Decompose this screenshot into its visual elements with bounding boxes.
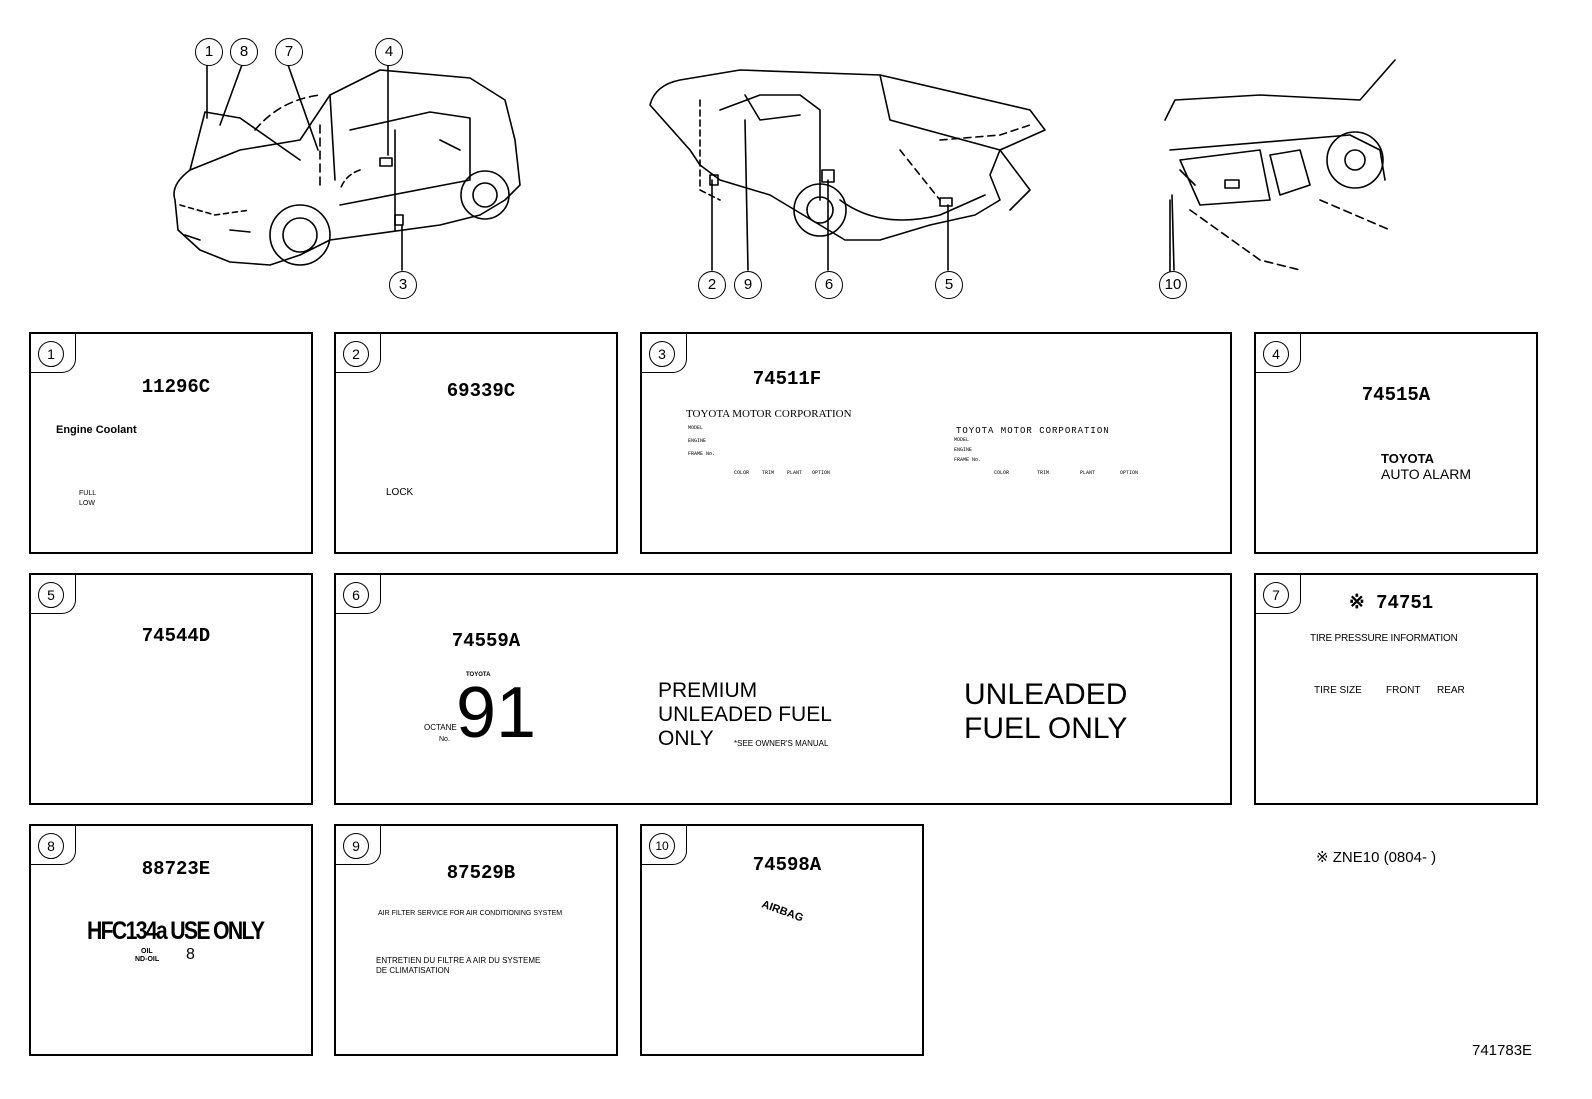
label-text-fuel-only: FUEL ONLY	[964, 712, 1128, 745]
panel-number-badge: 5	[31, 575, 76, 614]
callout-7: 7	[275, 38, 303, 66]
plate-alt-field-model: MODEL	[954, 437, 970, 443]
panel-5: 5 74544D	[29, 573, 313, 805]
label-text-oil-number: 8	[186, 946, 195, 963]
plate-field-trim: TRIM	[762, 470, 775, 476]
vehicle-rear-view	[649, 69, 1046, 241]
label-text-front: FRONT	[1386, 685, 1421, 696]
panel-9: 9 87529B AIR FILTER SERVICE FOR AIR COND…	[334, 824, 618, 1056]
dashboard-view	[1164, 59, 1396, 281]
label-text-full: FULL	[79, 490, 97, 497]
part-number: 69339C	[446, 380, 516, 402]
label-text-premium: PREMIUM	[658, 679, 758, 702]
panel-7: 7 ※ 74751 TIRE PRESSURE INFORMATION TIRE…	[1254, 573, 1538, 805]
label-text-unleaded-fuel: UNLEADED FUEL	[658, 703, 832, 726]
diagram-id: 741783E	[1472, 1042, 1533, 1059]
plate-field-option: OPTION	[812, 470, 831, 476]
label-text-engine-coolant: Engine Coolant	[56, 424, 137, 436]
part-number: ※ 74751	[1348, 592, 1434, 614]
label-text-auto-alarm: AUTO ALARM	[1381, 466, 1471, 482]
panel-2: 2 69339C LOCK	[334, 332, 618, 554]
plate-field-frame: FRAME No.	[688, 451, 716, 457]
part-number: 74544D	[141, 625, 211, 647]
callout-3: 3	[389, 271, 417, 299]
callout-1: 1	[195, 38, 223, 66]
callout-5: 5	[935, 271, 963, 299]
plate-alt-field-color: COLOR	[994, 470, 1010, 476]
panel-3: 3 74511F TOYOTA MOTOR CORPORATION MODEL …	[640, 332, 1232, 554]
label-text-octane-value: 91	[456, 673, 537, 753]
callout-4: 4	[375, 38, 403, 66]
label-text-tire-pressure: TIRE PRESSURE INFORMATION	[1310, 633, 1458, 644]
part-number: 11296C	[141, 376, 211, 398]
panel-number-badge: 8	[31, 826, 76, 865]
part-number: 88723E	[141, 858, 211, 880]
label-text-climatisation: DE CLIMATISATION	[376, 966, 450, 975]
label-text-air-filter-en: AIR FILTER SERVICE FOR AIR CONDITIONING …	[378, 910, 563, 917]
label-text-airbag: AIRBAG	[759, 898, 805, 925]
label-text-see-manual: *SEE OWNER'S MANUAL	[734, 739, 829, 748]
part-number: 74559A	[451, 630, 521, 652]
panel-number-badge: 9	[336, 826, 381, 865]
panel-6: 6 74559A TOYOTA 91 OCTANE No. PREMIUM UN…	[334, 573, 1232, 805]
label-text-toyota: TOYOTA	[466, 672, 491, 678]
callout-10: 10	[1159, 271, 1187, 299]
plate-field-plant: PLANT	[787, 470, 803, 476]
plate-alt-field-engine: ENGINE	[954, 447, 973, 453]
label-text-air-filter-fr: ENTRETIEN DU FILTRE A AIR DU SYSTEME	[376, 956, 541, 965]
plate-field-engine: ENGINE	[688, 438, 707, 444]
panel-number-badge: 3	[642, 334, 687, 373]
label-text-nd-oil: ND-OIL	[135, 956, 160, 963]
plate-field-model: MODEL	[688, 425, 704, 431]
label-text-toyota: TOYOTA	[1381, 451, 1434, 466]
plate-alt-field-frame: FRAME No.	[954, 457, 982, 463]
plate-alt-field-option: OPTION	[1120, 470, 1139, 476]
label-text-unleaded: UNLEADED	[964, 678, 1128, 711]
label-text-lock: LOCK	[386, 487, 414, 498]
plate-alt-field-plant: PLANT	[1080, 470, 1096, 476]
label-text-only: ONLY	[658, 727, 714, 750]
part-number: 74515A	[1361, 384, 1431, 406]
callout-2: 2	[698, 271, 726, 299]
panel-8: 8 88723E HFC134a USE ONLY OIL ND-OIL 8	[29, 824, 313, 1056]
plate-title: TOYOTA MOTOR CORPORATION	[686, 408, 852, 420]
part-number: 87529B	[446, 862, 516, 884]
panel-number-badge: 7	[1256, 575, 1301, 614]
callout-6: 6	[815, 271, 843, 299]
label-text-tire-size: TIRE SIZE	[1314, 685, 1362, 696]
panel-1: 1 11296C Engine Coolant FULL LOW	[29, 332, 313, 554]
plate-alt-field-trim: TRIM	[1037, 470, 1050, 476]
label-text-low: LOW	[79, 500, 95, 507]
callout-8: 8	[230, 38, 258, 66]
plate-field-color: COLOR	[734, 470, 750, 476]
panel-number-badge: 6	[336, 575, 381, 614]
label-text-hfc134a: HFC134a USE ONLY	[87, 917, 265, 945]
panel-number-badge: 1	[31, 334, 76, 373]
plate-title-alt: TOYOTA MOTOR CORPORATION	[956, 426, 1110, 436]
panel-10: 10 74598A AIRBAG	[640, 824, 924, 1056]
label-text-oil: OIL	[141, 948, 153, 955]
panel-number-badge: 4	[1256, 334, 1301, 373]
panel-4: 4 74515A TOYOTA AUTO ALARM	[1254, 332, 1538, 554]
panel-number-badge: 2	[336, 334, 381, 373]
label-text-octane: OCTANE	[424, 723, 457, 732]
vehicle-front-view	[173, 69, 521, 266]
label-text-no: No.	[439, 736, 450, 743]
applicability-note: ※ ZNE10 (0804- )	[1316, 849, 1437, 866]
label-text-rear: REAR	[1437, 685, 1465, 696]
panel-number-badge: 10	[642, 826, 687, 865]
callout-9: 9	[734, 271, 762, 299]
part-number: 74511F	[752, 368, 822, 390]
part-number: 74598A	[752, 854, 822, 876]
